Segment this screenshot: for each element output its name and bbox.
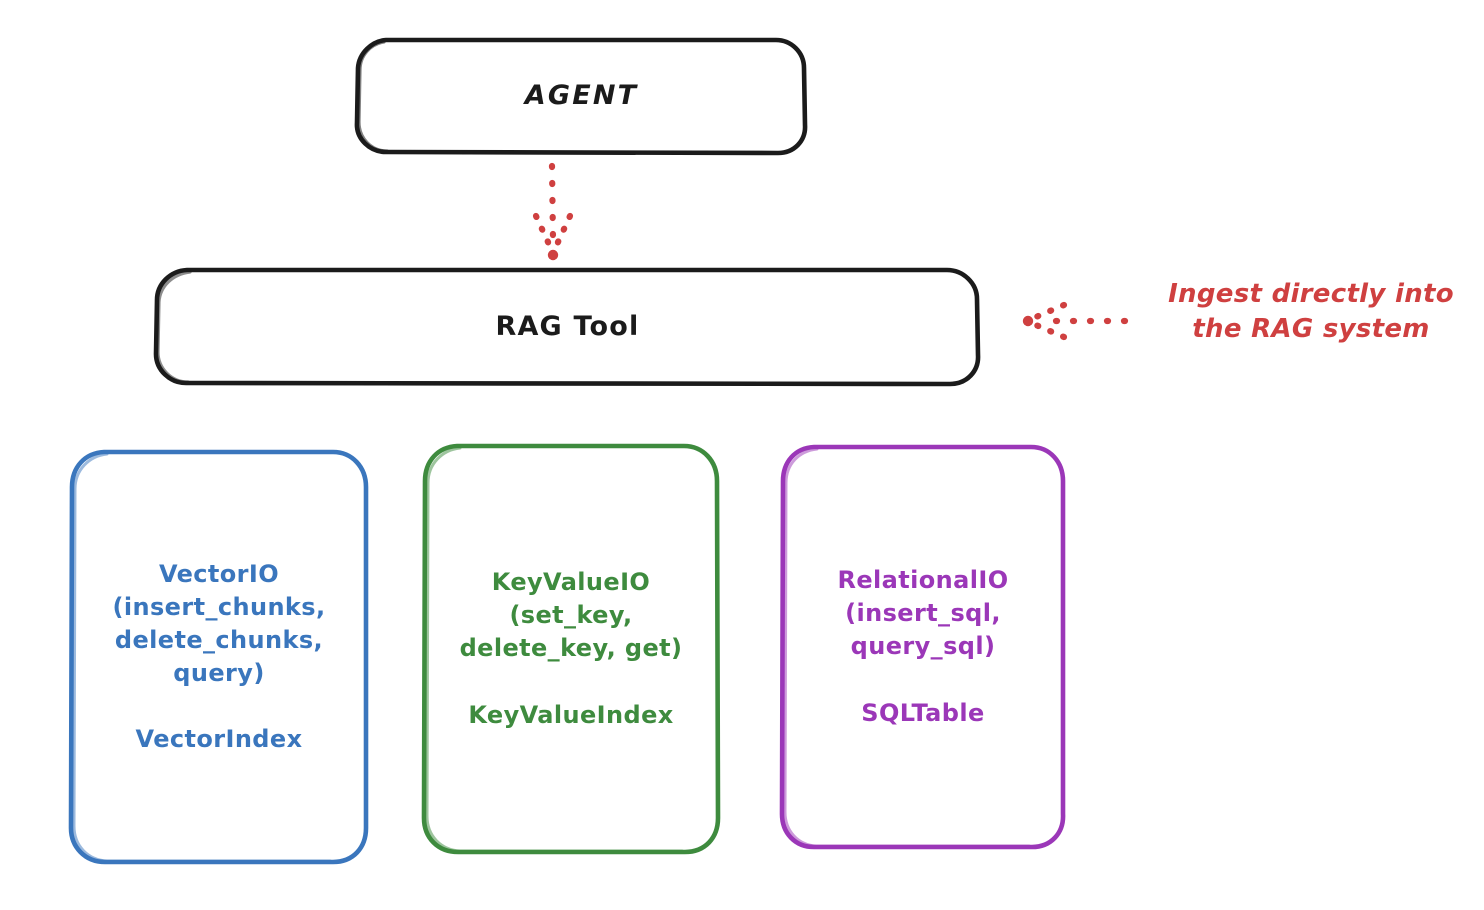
rag-tool-box-outline bbox=[153, 267, 981, 387]
key-value-io-node-label: KeyValueIO (set_key, delete_key, get) Ke… bbox=[459, 568, 683, 729]
vector-io-box-outline bbox=[68, 449, 369, 865]
key-value-io-box-outline bbox=[421, 443, 721, 855]
agent-box-outline bbox=[354, 37, 808, 156]
agent-to-rag-tool-arrow bbox=[532, 162, 574, 261]
rag-tool-node-label: RAG Tool bbox=[495, 310, 640, 342]
rag-tool-box-outline-overdraw bbox=[156, 270, 192, 384]
agent-node[interactable]: AGENT bbox=[357, 39, 806, 153]
relational-io-node-label: RelationalIO (insert_sql, query_sql) SQL… bbox=[837, 566, 1009, 727]
agent-node-label: AGENT bbox=[524, 80, 639, 112]
vector-io-box-outline-overdraw bbox=[72, 452, 332, 863]
agent-box-outline-overdraw bbox=[357, 40, 389, 153]
ingest-annotation-text: Ingest directly into the RAG system bbox=[1168, 279, 1454, 344]
relational-io-box-outline bbox=[779, 444, 1066, 850]
rag-tool-node[interactable]: RAG Tool bbox=[156, 269, 979, 384]
relational-io-node[interactable]: RelationalIO (insert_sql, query_sql) SQL… bbox=[782, 446, 1064, 848]
ingest-note-arrow bbox=[1022, 301, 1129, 341]
vector-io-node[interactable]: VectorIO (insert_chunks, delete_chunks, … bbox=[71, 451, 367, 863]
key-value-io-box-outline-overdraw bbox=[425, 446, 684, 853]
relational-io-box-outline-overdraw bbox=[783, 447, 1031, 848]
key-value-io-node[interactable]: KeyValueIO (set_key, delete_key, get) Ke… bbox=[424, 445, 718, 853]
vector-io-node-label: VectorIO (insert_chunks, delete_chunks, … bbox=[112, 559, 326, 754]
